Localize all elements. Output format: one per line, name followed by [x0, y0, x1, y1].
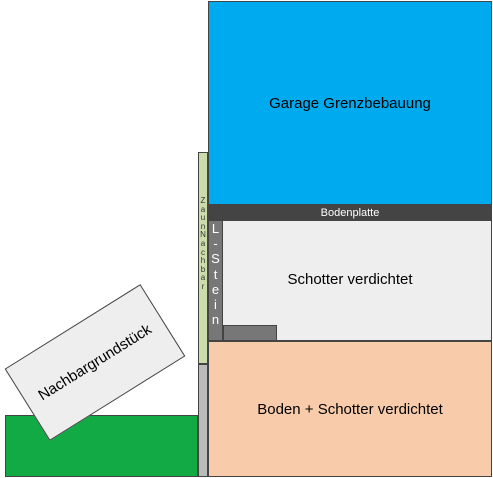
boden-block: Boden + Schotter verdichtet: [208, 341, 492, 477]
label-char: e: [211, 281, 220, 297]
boden-label: Boden + Schotter verdichtet: [257, 400, 443, 418]
label-char: u: [200, 213, 206, 223]
neighbor-label: Nachbargrundstück: [35, 320, 155, 405]
label-char: n: [211, 312, 220, 328]
label-char: i: [214, 296, 217, 312]
label-char: r: [201, 281, 205, 291]
label-char: N: [200, 230, 206, 240]
label-char: S: [211, 251, 220, 267]
schotter-block: Schotter verdichtet: [208, 220, 492, 341]
label-char: n: [200, 221, 206, 231]
neighbor-ground: [5, 415, 198, 477]
garage-label: Garage Grenzbebauung: [269, 94, 431, 112]
l-stein-wall: [208, 220, 223, 341]
label-char: L: [211, 221, 220, 236]
label-char: -: [213, 236, 218, 252]
label-char: h: [200, 256, 206, 266]
label-char: a: [200, 238, 206, 248]
label-char: Z: [200, 196, 206, 205]
bodenplatte-label: Bodenplatte: [320, 206, 380, 219]
bodenplatte-block: Bodenplatte: [208, 205, 492, 220]
label-char: t: [213, 266, 218, 282]
fence-post: [198, 364, 208, 477]
label-char: a: [200, 204, 206, 214]
schotter-label: Schotter verdichtet: [287, 270, 413, 288]
fence-block: [198, 152, 208, 364]
label-char: a: [200, 273, 206, 283]
label-char: c: [201, 247, 205, 257]
garage-block: Garage Grenzbebauung: [208, 1, 492, 205]
label-char: b: [200, 264, 206, 274]
l-stein-foot: [223, 325, 277, 341]
